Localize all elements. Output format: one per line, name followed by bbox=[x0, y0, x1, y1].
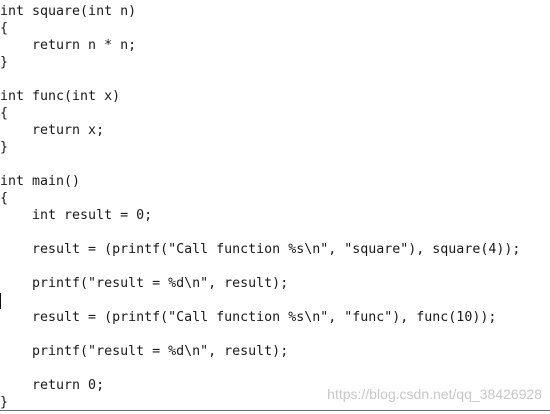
code-line[interactable]: int result = 0; bbox=[0, 208, 153, 223]
code-line[interactable]: { bbox=[0, 191, 9, 206]
code-block[interactable]: int square(int n) { return n * n; } int … bbox=[0, 3, 520, 411]
code-line[interactable] bbox=[0, 224, 520, 241]
watermark: https://blog.csdn.net/qq_38426928 bbox=[327, 386, 542, 402]
code-line[interactable]: { bbox=[0, 21, 9, 36]
code-line[interactable]: result = (printf("Call function %s\n", "… bbox=[0, 242, 521, 257]
code-line[interactable]: } bbox=[0, 395, 9, 410]
code-line[interactable]: return n * n; bbox=[0, 38, 137, 53]
code-line[interactable]: { bbox=[0, 106, 9, 121]
code-line[interactable] bbox=[0, 156, 520, 173]
code-line[interactable]: int main() bbox=[0, 174, 81, 189]
text-cursor bbox=[0, 293, 1, 309]
code-line[interactable] bbox=[0, 71, 520, 88]
code-line[interactable]: } bbox=[0, 55, 9, 70]
code-line[interactable] bbox=[0, 258, 520, 275]
code-line[interactable]: printf("result = %d\n", result); bbox=[0, 344, 289, 359]
bottom-divider bbox=[0, 410, 550, 411]
code-line[interactable]: int func(int x) bbox=[0, 89, 121, 104]
code-line[interactable]: result = (printf("Call function %s\n", "… bbox=[0, 310, 497, 325]
code-line[interactable]: return 0; bbox=[0, 378, 105, 393]
code-line[interactable] bbox=[0, 326, 520, 343]
code-line[interactable]: printf("result = %d\n", result); bbox=[0, 276, 289, 291]
code-line[interactable]: int square(int n) bbox=[0, 4, 137, 19]
code-line[interactable] bbox=[0, 292, 520, 309]
code-line[interactable]: } bbox=[0, 140, 9, 155]
code-line[interactable] bbox=[0, 360, 520, 377]
code-line[interactable]: return x; bbox=[0, 123, 105, 138]
